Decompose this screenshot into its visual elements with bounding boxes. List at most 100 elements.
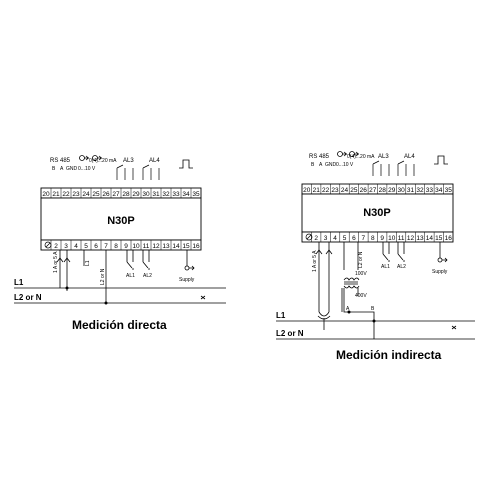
terminal-number: 15	[435, 235, 443, 242]
al2-label: AL2	[143, 273, 152, 279]
wiring	[14, 250, 226, 304]
al3-label: AL3	[123, 158, 134, 164]
terminal-number: 14	[172, 243, 180, 250]
terminal-number: 24	[82, 191, 90, 198]
terminal-number: 25	[92, 191, 100, 198]
device-name: N30P	[107, 215, 135, 227]
indirect-measurement-caption: Medición indirecta	[336, 348, 442, 362]
device-body	[301, 193, 454, 233]
terminal-number: 8	[371, 235, 375, 242]
terminal-number: 13	[416, 235, 424, 242]
terminal-number: 31	[152, 191, 160, 198]
terminal-number: 13	[162, 243, 170, 250]
line-l1-label: L1	[276, 311, 286, 320]
terminal-number: 24	[341, 187, 349, 194]
terminal-number: 16	[445, 235, 453, 242]
terminal-number: 29	[388, 187, 396, 194]
analog-output-icon	[337, 151, 360, 157]
relay-contacts	[116, 164, 160, 180]
ground-terminal-icon	[305, 233, 313, 241]
terminal-number: 2	[54, 243, 58, 250]
supply-label: Supply	[432, 269, 448, 275]
terminal-number: 35	[192, 191, 200, 198]
gnd-label: GND	[66, 166, 78, 172]
direct-measurement-caption: Medición directa	[72, 318, 167, 332]
pulse-output-icon	[434, 155, 448, 165]
current-input-label: 1 A or 5 A	[312, 250, 318, 272]
rs485-label: RS 485	[50, 158, 71, 164]
terminal-b-label: B	[52, 166, 56, 172]
terminal-number: 29	[132, 191, 140, 198]
terminal-number: 3	[64, 243, 68, 250]
supply-label: Supply	[179, 277, 195, 283]
terminal-number: 22	[62, 191, 70, 198]
terminal-number: 25	[350, 187, 358, 194]
terminal-number: 28	[122, 191, 130, 198]
terminal-b-label: B	[311, 162, 315, 168]
indirect-measurement-diagram: RS 485 B A GND 0...10 V 0(4)...20 mA AL3…	[276, 151, 475, 362]
terminal-number: 2	[314, 235, 318, 242]
terminal-number: 30	[397, 187, 405, 194]
junction-dot	[65, 286, 69, 290]
line-l2-label: L2 or N	[14, 293, 42, 302]
terminal-number: 9	[124, 243, 128, 250]
terminal-number: 4	[333, 235, 337, 242]
voltage-output-label: 0...10 V	[336, 162, 354, 168]
terminal-number: 9	[380, 235, 384, 242]
terminal-number: 6	[94, 243, 98, 250]
gnd-label: GND	[325, 162, 337, 168]
terminal-number: 12	[407, 235, 415, 242]
terminal-number: 33	[172, 191, 180, 198]
direct-measurement-diagram: RS 485 A B GND 0...10 V 0(4)...20 mA AL3…	[14, 155, 226, 332]
terminal-number: 11	[143, 243, 150, 250]
terminal-number: 23	[331, 187, 339, 194]
terminal-number: 4	[74, 243, 78, 250]
al3-label: AL3	[378, 154, 389, 160]
terminal-number: 21	[313, 187, 321, 194]
terminal-number: 8	[114, 243, 118, 250]
l2n-terminal-label: L2 or N	[100, 268, 106, 285]
terminal-number: 10	[388, 235, 396, 242]
terminal-number: 6	[352, 235, 356, 242]
line-l2-label: L2 or N	[276, 329, 304, 338]
terminal-number: 20	[303, 187, 311, 194]
analog-output-icon	[79, 155, 103, 161]
terminal-a-label: A	[319, 162, 323, 168]
al2-label: AL2	[397, 264, 406, 270]
terminal-number: 32	[416, 187, 424, 194]
device-name: N30P	[363, 207, 391, 219]
junction-dot	[372, 319, 376, 323]
terminal-number: 15	[182, 243, 190, 250]
terminal-number: 26	[360, 187, 368, 194]
terminal-number: 12	[152, 243, 160, 250]
terminal-number: 34	[435, 187, 443, 194]
terminal-number: 30	[142, 191, 150, 198]
current-output-label: 0(4)...20 mA	[89, 158, 117, 164]
terminal-number: 7	[361, 235, 365, 242]
vt-secondary-label: 100V	[355, 271, 367, 277]
terminal-number: 16	[192, 243, 200, 250]
terminal-number: 14	[426, 235, 434, 242]
device-body	[40, 197, 202, 241]
al1-label: AL1	[126, 273, 135, 279]
terminal-number: 20	[42, 191, 50, 198]
current-output-label: 0(4)...20 mA	[347, 154, 375, 160]
terminal-number: 10	[132, 243, 140, 250]
terminal-number: 31	[407, 187, 415, 194]
terminal-number: 27	[369, 187, 377, 194]
terminal-number: 34	[182, 191, 190, 198]
terminal-number: 33	[426, 187, 434, 194]
terminal-number: 22	[322, 187, 330, 194]
relay-contacts	[372, 160, 415, 176]
terminal-number: 5	[84, 243, 88, 250]
terminal-number: 5	[343, 235, 347, 242]
terminal-number: 7	[104, 243, 108, 250]
terminal-number: 26	[102, 191, 110, 198]
terminal-number: 32	[162, 191, 170, 198]
l2n-terminal-label: L2 or N	[358, 251, 364, 268]
